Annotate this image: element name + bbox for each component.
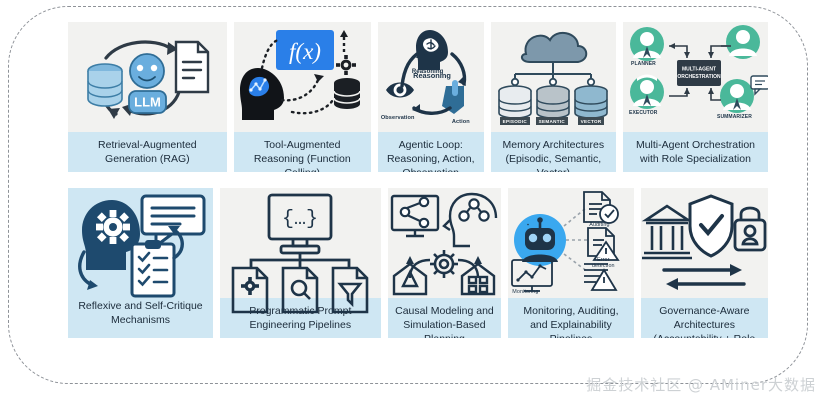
card-causal-modeling[interactable]: Causal Modeling and Simulation-Based Pla… [387, 188, 502, 338]
agentic-label-reasoning: Reasoning [411, 69, 444, 75]
capability-card-grid: LLM Retrieval-Augmented Generation (RAG) [68, 22, 768, 338]
rag-loop-icon: LLM [68, 22, 227, 132]
governance-shield-lock-icon [641, 188, 768, 298]
watermark-text: 掘金技术社区 @ AMiner大数据 [586, 376, 816, 394]
monitoring-label-auditing: Auditing [589, 222, 610, 228]
svg-text:MULTI-AGENT: MULTI-AGENT [681, 67, 715, 73]
card-row-2: Reflexive and Self-Critique Mechanisms {… [68, 188, 768, 338]
card-caption: Memory Architectures (Episodic, Semantic… [490, 132, 617, 172]
card-multi-agent-orchestration[interactable]: MULTI-AGENT ORCHESTRATION PLANN [623, 22, 768, 172]
card-caption: Multi-Agent Orchestration with Role Spec… [623, 132, 768, 172]
svg-text:{…}: {…} [282, 208, 318, 231]
agentic-label-observation: Observation [380, 115, 415, 121]
card-caption: Tool-Augmented Reasoning (Function Calli… [233, 132, 371, 172]
agentic-label-action: Action [451, 119, 470, 125]
memory-cloud-databases-icon: EPISODIC SEMANTIC VECTOR [491, 22, 616, 132]
card-governance-aware-architectures[interactable]: Governance-Aware Architectures (Accounta… [640, 188, 768, 338]
svg-text:ORCHESTRATION: ORCHESTRATION [677, 74, 721, 80]
head-gear-checklist-icon [68, 188, 213, 298]
monitoring-label-error-detection: Error detection [591, 257, 615, 269]
card-agentic-loop[interactable]: Reasoning Reasoning Action Observation A… [377, 22, 484, 172]
card-tool-augmented-reasoning[interactable]: f(x) [233, 22, 371, 172]
memory-chip-episodic: EPISODIC [499, 117, 530, 125]
card-rag[interactable]: LLM Retrieval-Augmented Generation (RAG) [68, 22, 227, 172]
card-memory-architectures[interactable]: EPISODIC SEMANTIC VECTOR Memory Architec… [490, 22, 617, 172]
agent-role-executor: EXECUTOR [629, 110, 658, 116]
agentic-loop-icon: Reasoning Reasoning Action Observation [378, 22, 484, 132]
monitoring-label-monitoring: Monitoring [512, 289, 539, 295]
robot-monitoring-icon: Auditing Error detection Monitoring [508, 188, 633, 298]
svg-text:Reasoning: Reasoning [413, 71, 451, 80]
card-reflexive-self-critique[interactable]: Reflexive and Self-Critique Mechanisms [68, 188, 213, 338]
multi-agent-orchestration-icon: MULTI-AGENT ORCHESTRATION PLANN [623, 22, 768, 132]
monitor-braces-pipeline-icon: {…} [220, 188, 381, 314]
svg-text:f(x): f(x) [289, 39, 321, 64]
card-caption: Reflexive and Self-Critique Mechanisms [78, 300, 203, 326]
memory-chip-vector: VECTOR [577, 117, 605, 125]
agent-role-summarizer: SUMMARIZER [717, 114, 752, 120]
card-caption: Programmatic Prompt Engineering Pipeline… [219, 298, 381, 338]
svg-text:LLM: LLM [134, 95, 161, 110]
causal-graph-simulation-icon [388, 188, 502, 298]
card-caption: Causal Modeling and Simulation-Based Pla… [387, 298, 502, 338]
card-row-1: LLM Retrieval-Augmented Generation (RAG) [68, 22, 768, 172]
agent-role-planner: PLANNER [631, 61, 656, 67]
card-programmatic-prompt-engineering[interactable]: {…} [219, 188, 381, 338]
memory-chip-semantic: SEMANTIC [535, 117, 569, 125]
function-calling-icon: f(x) [234, 22, 371, 132]
card-caption: Monitoring, Auditing, and Explainability… [508, 298, 634, 338]
card-monitoring-auditing-explainability[interactable]: Auditing Error detection Monitoring Moni… [508, 188, 634, 338]
card-caption: Retrieval-Augmented Generation (RAG) [68, 132, 227, 172]
card-caption: Governance-Aware Architectures (Accounta… [640, 298, 768, 338]
card-caption: Agentic Loop: Reasoning, Action, Observa… [377, 132, 484, 172]
